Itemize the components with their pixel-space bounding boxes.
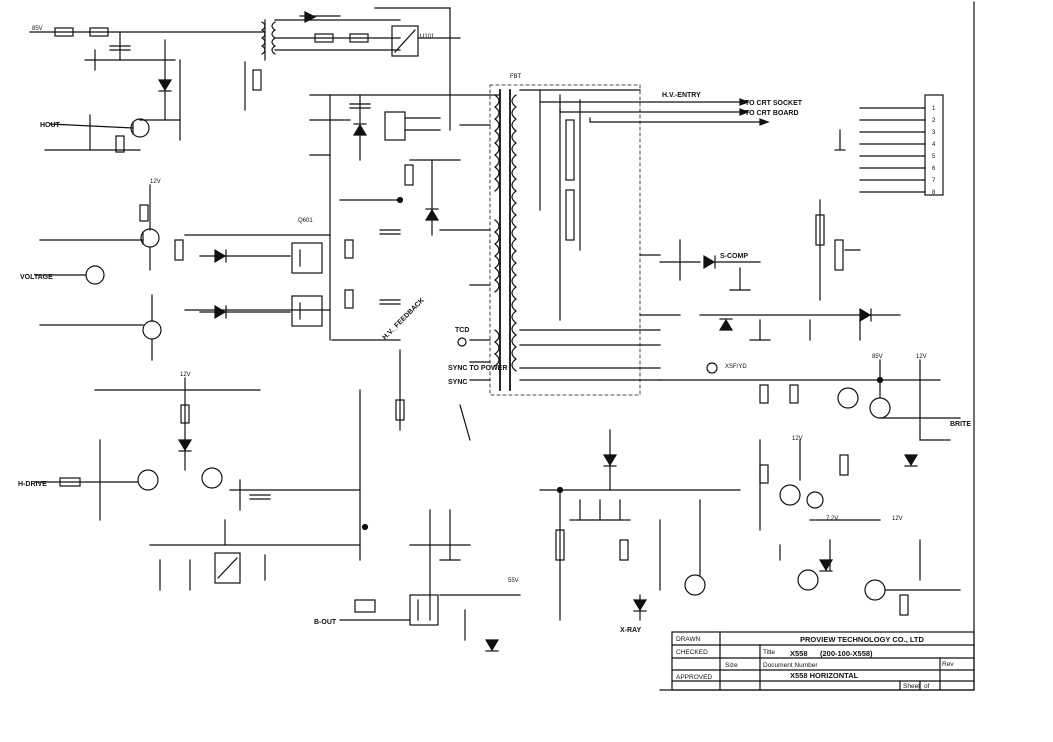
- net-s-comp: S-COMP: [720, 253, 748, 260]
- net-to-crt-socket: TO CRT SOCKET: [745, 100, 803, 107]
- net-voltage: VOLTAGE: [20, 274, 53, 281]
- input-driver-section: [29, 27, 266, 153]
- top-transformer: [244, 7, 461, 131]
- supply-12v-d: 12V: [792, 436, 803, 442]
- flyback-transformer: [439, 84, 681, 396]
- supply-85v: 85V: [872, 354, 883, 360]
- net-h-drive: H-DRIVE: [18, 481, 47, 488]
- connector-pin-2: 2: [932, 118, 936, 124]
- tb-model: X558: [790, 649, 808, 658]
- horizontal-output-stage: [309, 94, 501, 341]
- tb-approved-label: APPROVED: [676, 674, 712, 681]
- supply-12v-a: 12V: [150, 179, 161, 185]
- title-block: [671, 631, 975, 691]
- bottom-switcher: [339, 349, 521, 652]
- crt-connector: [834, 94, 944, 196]
- hv-leads: [539, 98, 770, 126]
- tb-rev-label: Rev: [942, 661, 954, 668]
- net-sync: SYNC: [448, 379, 467, 386]
- part-q601: Q601: [298, 218, 313, 224]
- connector-pin-5: 5: [932, 154, 936, 160]
- tb-of-label: of: [924, 683, 930, 690]
- supply-12v-c: 12V: [916, 354, 927, 360]
- net-hv-entry: H.V.-ENTRY: [662, 92, 701, 99]
- junction-dot: [876, 376, 884, 384]
- linearity-network: [539, 429, 741, 621]
- connector-pin-7: 7: [932, 178, 936, 184]
- net-b-out: B-OUT: [314, 619, 337, 626]
- supply-7v2: 7.2V: [826, 516, 838, 522]
- tcd-terminal: [457, 337, 467, 347]
- connector-pin-3: 3: [932, 130, 936, 136]
- supply-12v-e: 12V: [892, 516, 903, 522]
- connector-pin-1: 1: [932, 106, 936, 112]
- part-u101: U101: [420, 34, 435, 40]
- net-g2-crt-board: TO CRT BOARD: [745, 110, 799, 117]
- tb-company: PROVIEW TECHNOLOGY CO., LTD: [800, 635, 924, 644]
- driver-transistors: [34, 184, 401, 361]
- net-brite: BRITE: [950, 421, 971, 428]
- tb-sheet-title: X558 HORIZONTAL: [790, 671, 859, 680]
- net-hout: HOUT: [40, 122, 61, 129]
- connector-pin-8: 8: [932, 190, 936, 196]
- net-x-ray: X-RAY: [620, 627, 641, 634]
- xray-protection: [659, 307, 961, 467]
- connector-pin-6: 6: [932, 166, 936, 172]
- tb-part-no: (200-100-X558): [820, 649, 873, 658]
- supply-55v: 55V: [508, 578, 519, 584]
- adjust-network: [659, 199, 861, 301]
- connector-pin-4: 4: [932, 142, 936, 148]
- part-xsf-yd: XSF/YD: [725, 364, 747, 370]
- supply-12v-b: 12V: [180, 372, 191, 378]
- tb-sheet-label: Sheet: [903, 683, 920, 690]
- lower-right-stages: [759, 439, 961, 616]
- tb-title-label: Title: [763, 649, 775, 656]
- tb-drawn-label: DRAWN: [676, 636, 701, 643]
- junction-dot: [556, 486, 564, 494]
- tb-checked-label: CHECKED: [676, 649, 708, 656]
- tb-size-label: Size: [725, 662, 738, 669]
- supply-85v-in: 85V: [32, 26, 43, 32]
- tb-doc-label: Document Number: [763, 662, 818, 669]
- sheet-border: [659, 1, 975, 691]
- part-flyback: FBT: [510, 74, 522, 80]
- junction-dot: [361, 523, 369, 531]
- lower-left-section: [34, 377, 361, 591]
- net-tcd: TCD: [455, 327, 469, 334]
- net-sync-to-power: SYNC TO POWER: [448, 365, 507, 372]
- junction-dot: [396, 196, 404, 204]
